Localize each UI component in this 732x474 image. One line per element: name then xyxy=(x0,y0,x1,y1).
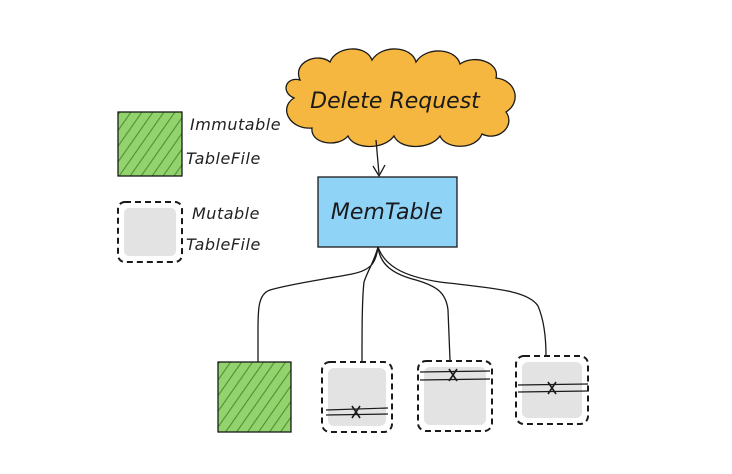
arrow-down-icon xyxy=(372,164,386,178)
tablefile-mutable-3 xyxy=(515,355,589,425)
legend-mutable-line1: Mutable xyxy=(192,204,260,223)
legend xyxy=(117,111,183,263)
cloud-shape xyxy=(285,48,516,148)
dashed-square-icon xyxy=(515,355,589,425)
memtable-connectors xyxy=(257,246,547,363)
legend-immutable-line1: Immutable xyxy=(190,115,282,134)
delete-marker-x-icon xyxy=(547,381,557,395)
memtable-label: MemTable xyxy=(331,200,443,225)
legend-mutable-line2: TableFile xyxy=(186,235,261,254)
dashed-square-icon xyxy=(321,361,393,433)
memtable-box: MemTable xyxy=(317,176,458,248)
tablefile-mutable-1 xyxy=(321,361,393,433)
delete-marker-x-icon xyxy=(351,405,361,419)
delete-request-label: Delete Request xyxy=(310,89,481,114)
dashed-square-icon xyxy=(417,360,493,432)
hatched-square-icon xyxy=(217,361,292,433)
tablefile-immutable xyxy=(217,361,292,433)
legend-immutable-swatch xyxy=(117,111,183,177)
legend-mutable-swatch xyxy=(117,201,183,263)
delete-marker-x-icon xyxy=(448,368,458,382)
request-arrow xyxy=(372,139,386,178)
delete-request-cloud: Delete Request xyxy=(285,48,516,148)
legend-immutable-line2: TableFile xyxy=(186,149,261,168)
tablefile-mutable-2 xyxy=(417,360,493,432)
